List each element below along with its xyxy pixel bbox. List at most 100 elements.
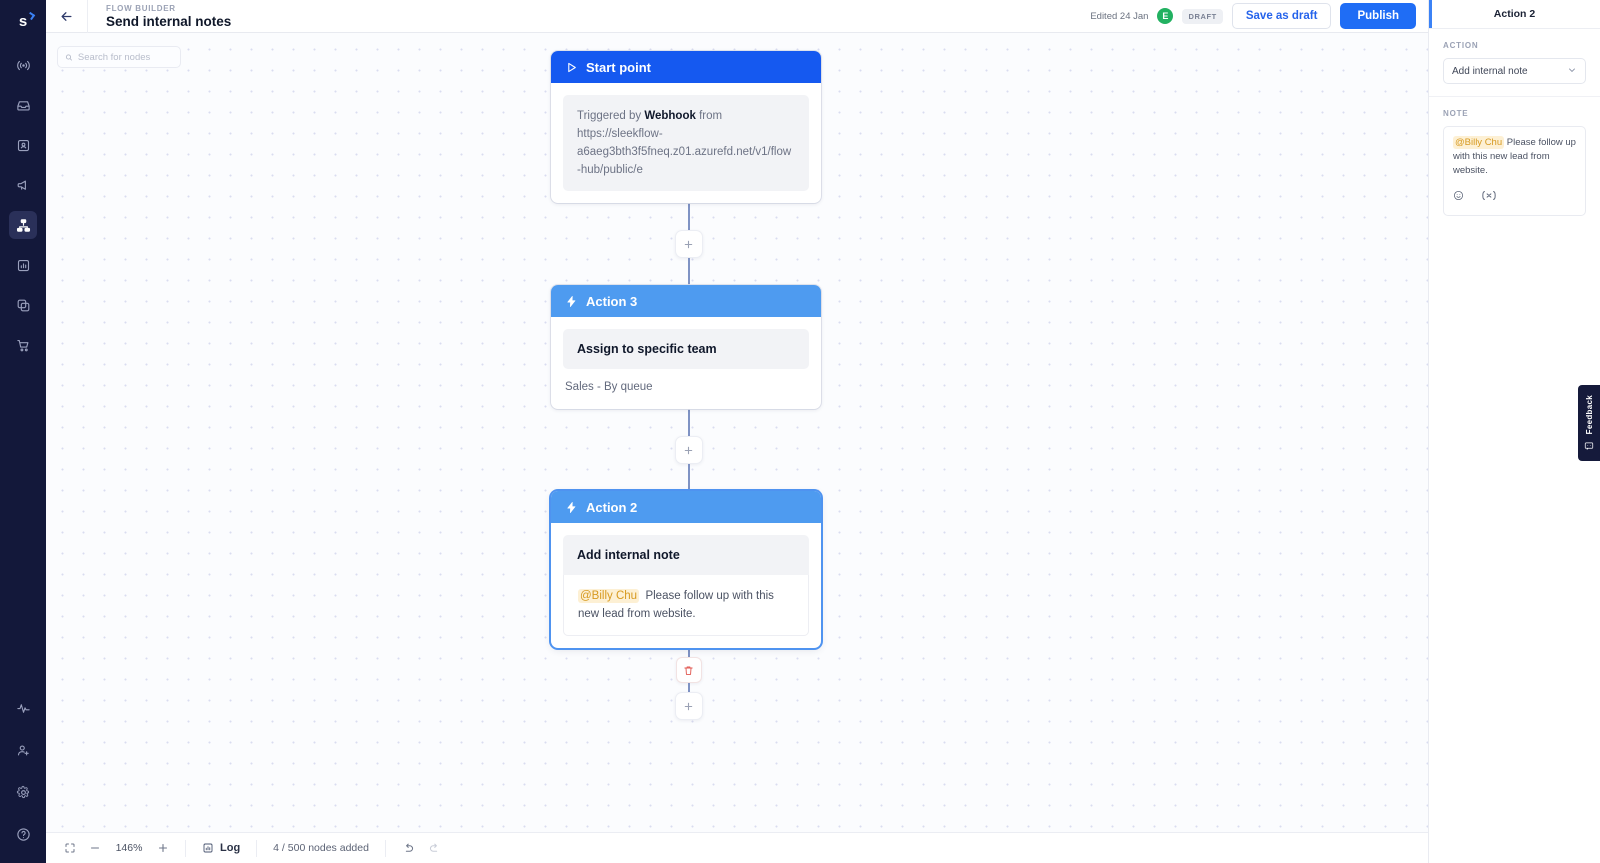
redo-button[interactable] — [428, 842, 441, 855]
note-editor[interactable]: @Billy Chu Please follow up with this ne… — [1443, 126, 1586, 216]
sidebar-item-commerce[interactable] — [9, 331, 37, 359]
bottom-toolbar: 146% Log 4 — [46, 832, 1428, 863]
node-action-2[interactable]: Action 2 Add internal note @Billy Chu Pl… — [551, 491, 821, 648]
sidebar-item-campaigns[interactable] — [9, 171, 37, 199]
sidebar-item-settings[interactable] — [9, 778, 37, 806]
add-node-button-2[interactable] — [674, 436, 703, 464]
node-header-action-2: Action 2 — [551, 491, 821, 523]
fit-screen-icon[interactable] — [64, 842, 76, 854]
nodes-count: 4 / 500 nodes added — [273, 842, 369, 854]
action-type-value: Add internal note — [1452, 65, 1528, 77]
plus-icon — [684, 446, 693, 454]
publish-button[interactable]: Publish — [1340, 3, 1416, 29]
search-nodes-box[interactable] — [57, 46, 181, 68]
note-editor-mention: @Billy Chu — [1453, 136, 1505, 149]
connector-3 — [687, 409, 690, 436]
nodes-count-group: 4 / 500 nodes added — [257, 833, 385, 863]
zoom-out-button[interactable] — [89, 842, 101, 854]
note-mention: @Billy Chu — [578, 589, 640, 603]
log-button[interactable]: Log — [202, 842, 240, 854]
brand-accent-mark — [26, 11, 36, 21]
trigger-type: Webhook — [644, 110, 696, 122]
left-sidebar: s — [0, 0, 46, 863]
sidebar-item-invite-user[interactable] — [9, 736, 37, 764]
sidebar-item-integrations[interactable] — [9, 291, 37, 319]
add-node-button-1[interactable] — [674, 230, 703, 258]
undo-button[interactable] — [402, 842, 415, 855]
divider-3 — [384, 839, 386, 857]
feedback-label: Feedback — [1584, 395, 1594, 435]
panel-accent-bar — [1429, 0, 1432, 28]
action-type-select[interactable]: Add internal note — [1443, 58, 1586, 84]
sidebar-item-flow-builder[interactable] — [9, 211, 37, 239]
chevron-down-icon — [1567, 65, 1577, 78]
note-editor-text: Please follow up with this new lead from… — [1453, 137, 1576, 176]
save-as-draft-button[interactable]: Save as draft — [1231, 3, 1332, 29]
search-icon — [65, 53, 72, 61]
flow-nodes: Start point Triggered by Webhook from ht… — [551, 51, 826, 720]
note-text: Please follow up with this new lead from… — [578, 590, 774, 620]
log-group: Log — [186, 833, 256, 863]
action-2-note: @Billy Chu Please follow up with this ne… — [563, 575, 809, 636]
right-panel-title: Action 2 — [1493, 8, 1536, 20]
status-badge: DRAFT — [1182, 8, 1223, 24]
sidebar-item-analytics[interactable] — [9, 251, 37, 279]
avatar[interactable]: E — [1157, 8, 1174, 24]
brand-logo[interactable]: s — [0, 6, 46, 36]
sidebar-item-help[interactable] — [9, 820, 37, 848]
trigger-prefix: Triggered by — [577, 110, 645, 122]
note-editor-toolbar — [1453, 190, 1576, 206]
search-input[interactable] — [77, 51, 173, 63]
note-section: NOTE @Billy Chu Please follow up with th… — [1429, 97, 1600, 228]
node-action-3[interactable]: Action 3 Assign to specific team Sales -… — [551, 285, 821, 409]
sidebar-nav-items — [9, 46, 37, 364]
node-header-start: Start point — [551, 51, 821, 83]
connector-2 — [687, 258, 690, 285]
zoom-controls: 146% — [60, 833, 185, 863]
page-title-group: FLOW BUILDER Send internal notes — [106, 3, 231, 30]
action-3-detail: Sales - By queue — [565, 381, 653, 393]
node-title-action-2: Action 2 — [586, 499, 638, 515]
zoom-in-button[interactable] — [157, 842, 169, 854]
connector-1 — [687, 203, 690, 230]
top-header: FLOW BUILDER Send internal notes Edited … — [46, 0, 1428, 33]
connector-5 — [687, 648, 690, 657]
trigger-url: from https://sleekflow-a6aeg3bth3f5fneq.… — [577, 110, 792, 176]
back-button[interactable] — [46, 0, 88, 33]
add-node-button-3[interactable] — [674, 692, 703, 720]
plus-icon — [684, 240, 693, 248]
canvas-wrapper: Start point Triggered by Webhook from ht… — [46, 33, 1428, 863]
sidebar-item-broadcast[interactable] — [9, 51, 37, 79]
trash-icon — [684, 665, 693, 675]
lightning-icon — [567, 501, 576, 513]
log-icon — [203, 843, 213, 853]
emoji-icon[interactable] — [1453, 190, 1464, 206]
node-start-point[interactable]: Start point Triggered by Webhook from ht… — [551, 51, 821, 203]
note-editor-content: @Billy Chu Please follow up with this ne… — [1453, 136, 1576, 178]
action-section: ACTION Add internal note — [1429, 29, 1600, 97]
variable-icon[interactable] — [1480, 190, 1498, 206]
history-controls — [386, 833, 457, 863]
arrow-left-icon — [61, 11, 72, 21]
node-header-action-3: Action 3 — [551, 285, 821, 317]
delete-node-button[interactable] — [675, 657, 702, 683]
action-3-label: Assign to specific team — [563, 329, 809, 369]
action-section-label: ACTION — [1443, 41, 1479, 50]
sidebar-item-activity[interactable] — [9, 694, 37, 722]
lightning-icon — [567, 295, 576, 307]
log-label: Log — [220, 842, 241, 854]
edited-timestamp: Edited 24 Jan — [1090, 10, 1149, 22]
node-title-action-3: Action 3 — [586, 293, 638, 309]
node-body-action-2: Add internal note @Billy Chu Please foll… — [551, 523, 821, 648]
right-panel: Action 2 ACTION Add internal note NOTE @… — [1428, 0, 1600, 863]
feedback-icon — [1584, 441, 1594, 451]
connector-4 — [687, 464, 690, 491]
brand-logo-text: s — [18, 12, 28, 30]
zoom-level: 146% — [115, 842, 143, 854]
sidebar-item-contacts[interactable] — [9, 131, 37, 159]
play-icon — [568, 62, 576, 72]
flow-canvas[interactable] — [46, 33, 1428, 863]
feedback-tab[interactable]: Feedback — [1578, 385, 1600, 461]
sidebar-item-inbox[interactable] — [9, 91, 37, 119]
